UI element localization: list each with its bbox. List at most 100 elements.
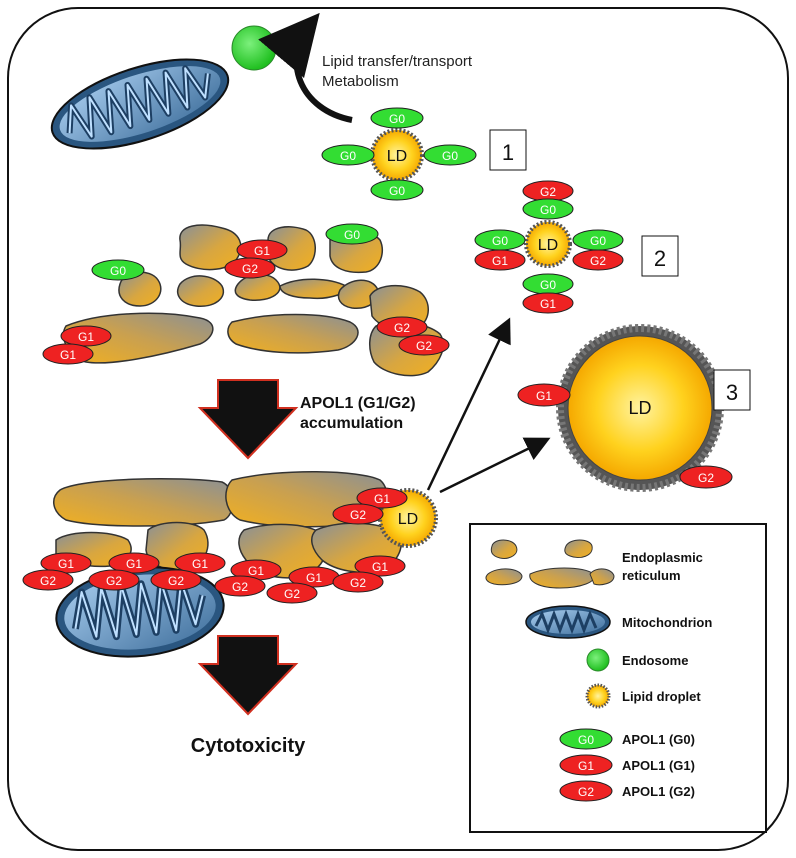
apol1-g2-oval: G2	[376, 316, 428, 338]
apol1-g1-oval: G1	[517, 383, 571, 407]
svg-text:G1: G1	[254, 244, 270, 258]
apol1-g1-oval: G1	[42, 343, 94, 365]
svg-text:G2: G2	[40, 574, 56, 588]
apol1-g2-oval: G2	[522, 180, 574, 202]
svg-text:G1: G1	[492, 254, 508, 268]
svg-text:G2: G2	[232, 580, 248, 594]
arrow-to-stage-3	[439, 437, 551, 494]
legend-er-label-line1: Endoplasmic	[622, 550, 703, 565]
svg-text:LD: LD	[628, 398, 651, 418]
arrow-to-stage-2	[426, 317, 511, 491]
cell-boundary	[7, 7, 789, 851]
svg-text:G2: G2	[590, 254, 606, 268]
metabolism-label: Metabolism	[322, 73, 399, 90]
apol1-g0-oval: G0	[370, 107, 424, 129]
svg-text:G1: G1	[248, 564, 264, 578]
apol1-g2-oval: G2	[679, 465, 733, 489]
legend-endosome-label: Endosome	[622, 653, 688, 668]
apol1-g0-oval: G0	[522, 273, 574, 295]
apol1-g0-oval: G0	[572, 229, 624, 251]
endosome-icon	[231, 25, 277, 71]
svg-text:G1: G1	[372, 560, 388, 574]
apol1-g0-oval: G0	[325, 223, 379, 245]
svg-text:G2: G2	[698, 471, 714, 485]
apol1-g2-oval: G2	[266, 582, 318, 604]
apol1-g2-oval: G2	[150, 569, 202, 591]
svg-text:G2: G2	[350, 576, 366, 590]
legend-g2-oval-icon: G2	[559, 780, 613, 802]
apol1-g0-oval: G0	[91, 259, 145, 281]
mitochondrion-icon	[50, 58, 230, 150]
legend-g1-oval-icon: G1	[559, 754, 613, 776]
apol1-g0-oval: G0	[370, 179, 424, 201]
apol1-g2-oval: G2	[572, 249, 624, 271]
apol1-g0-oval: G0	[474, 229, 526, 251]
legend-er-icon	[485, 539, 615, 589]
legend-lipid-droplet-label: Lipid droplet	[622, 689, 701, 704]
svg-text:G0: G0	[492, 234, 508, 248]
svg-text:G1: G1	[78, 330, 94, 344]
svg-text:G0: G0	[442, 149, 458, 163]
svg-text:G2: G2	[416, 339, 432, 353]
svg-text:G2: G2	[578, 785, 594, 799]
stage-number-3: 3	[713, 369, 751, 411]
mitochondrion-icon	[55, 566, 225, 658]
apol1-g2-oval: G2	[224, 257, 276, 279]
endoplasmic-reticulum-lower	[53, 470, 402, 579]
svg-text:G1: G1	[536, 389, 552, 403]
svg-text:2: 2	[654, 246, 666, 271]
legend-lipid-droplet-icon	[585, 683, 611, 709]
legend-g0-oval-icon: G0	[559, 728, 613, 750]
svg-text:G1: G1	[374, 492, 390, 506]
svg-text:G0: G0	[340, 149, 356, 163]
svg-text:3: 3	[726, 380, 738, 405]
apol1-g1-oval: G1	[230, 559, 282, 581]
legend-mitochondrion-icon	[525, 605, 611, 639]
svg-text:G2: G2	[242, 262, 258, 276]
svg-text:G0: G0	[389, 112, 405, 126]
apol1-g1-oval: G1	[354, 555, 406, 577]
legend-apol1-g1-label: APOL1 (G1)	[622, 758, 695, 773]
svg-text:LD: LD	[387, 148, 407, 165]
svg-text:G1: G1	[306, 571, 322, 585]
legend-mito-label: Mitochondrion	[622, 615, 712, 630]
accumulation-down-arrow	[197, 379, 299, 460]
svg-text:G1: G1	[192, 557, 208, 571]
svg-text:G2: G2	[350, 508, 366, 522]
svg-text:G1: G1	[126, 557, 142, 571]
svg-text:G2: G2	[168, 574, 184, 588]
apol1-g1-oval: G1	[236, 239, 288, 261]
endoplasmic-reticulum-upper	[62, 224, 444, 377]
legend: Endoplasmic reticulum Mitochondrion Endo…	[469, 523, 767, 833]
apol1-g1-oval: G1	[40, 552, 92, 574]
svg-text:G2: G2	[106, 574, 122, 588]
legend-endosome-icon	[586, 648, 610, 672]
svg-text:G1: G1	[578, 759, 594, 773]
apol1-g2-oval: G2	[398, 334, 450, 356]
lipid-transfer-label: Lipid transfer/transport	[322, 53, 473, 70]
svg-text:G0: G0	[389, 184, 405, 198]
svg-text:LD: LD	[398, 511, 418, 528]
svg-text:1: 1	[502, 140, 514, 165]
svg-text:G2: G2	[394, 321, 410, 335]
stage-number-1: 1	[489, 129, 527, 171]
svg-text:G0: G0	[540, 203, 556, 217]
accumulation-label-line2: accumulation	[300, 415, 403, 432]
apol1-g2-oval: G2	[22, 569, 74, 591]
svg-text:G2: G2	[540, 185, 556, 199]
legend-apol1-g0-label: APOL1 (G0)	[622, 732, 695, 747]
cytotoxicity-label: Cytotoxicity	[191, 735, 306, 757]
transport-curved-arrow	[258, 12, 353, 123]
svg-text:G0: G0	[540, 278, 556, 292]
svg-text:G1: G1	[58, 557, 74, 571]
apol1-g1-oval: G1	[474, 249, 526, 271]
legend-er-label-line2: reticulum	[622, 568, 681, 583]
apol1-g2-oval: G2	[88, 569, 140, 591]
apol1-g0-oval: G0	[522, 198, 574, 220]
svg-text:G0: G0	[110, 264, 126, 278]
svg-text:LD: LD	[538, 237, 558, 254]
svg-text:G0: G0	[344, 228, 360, 242]
cytotoxicity-down-arrow	[197, 635, 299, 716]
apol1-g1-oval: G1	[522, 292, 574, 314]
